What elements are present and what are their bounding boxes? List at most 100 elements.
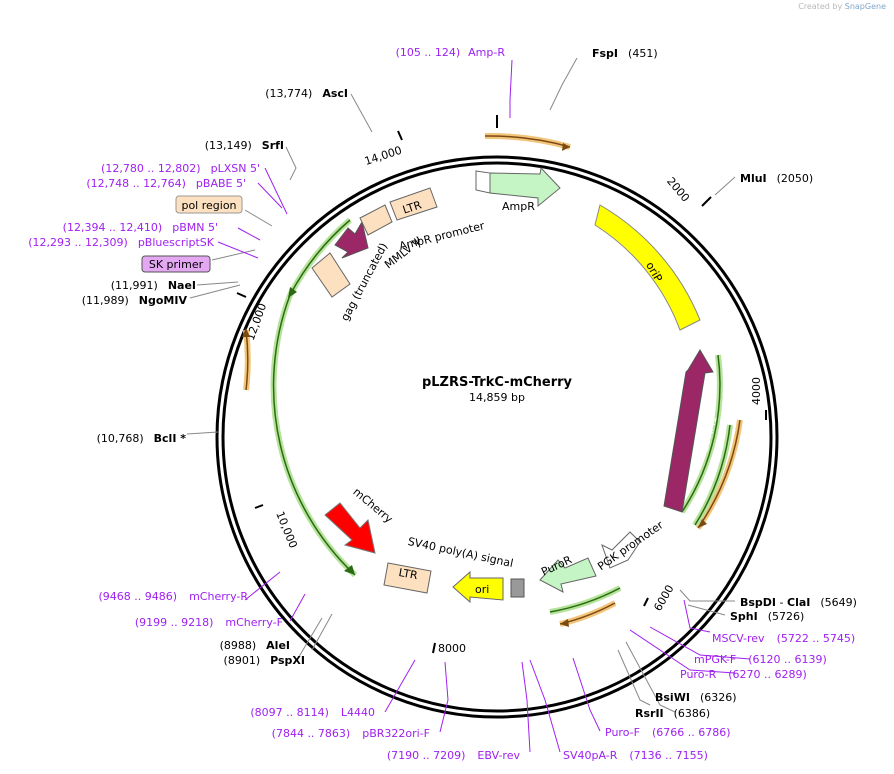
primer-name: Puro-F: [605, 726, 640, 739]
tick-14000: 14,000: [363, 144, 404, 168]
enzyme-name: BclI *: [154, 432, 187, 445]
primer-label-mscv-rev[interactable]: MSCV-rev (5722 .. 5745): [712, 632, 855, 645]
pol-region-box[interactable]: pol region: [175, 195, 243, 214]
label-ori: ori: [475, 583, 489, 596]
enzyme-pos: (5649): [820, 596, 857, 609]
feature-ori[interactable]: [452, 570, 504, 604]
label-sv40: SV40 poly(A) signal: [407, 535, 515, 570]
enzyme-pos: (451): [628, 47, 658, 60]
enzyme-label-bspdi-clai[interactable]: BspDI - ClaI(5649): [740, 596, 857, 609]
primer-arrows: [242, 132, 743, 627]
primer-label-puro-r[interactable]: Puro-R(6270 .. 6289): [680, 668, 807, 681]
plasmid-length: 14,859 bp: [469, 391, 525, 404]
enzyme-name: PspXI: [270, 654, 305, 667]
feature-sv40-polya[interactable]: [510, 578, 525, 598]
enzyme-label-pspxi[interactable]: (8901)PspXI: [224, 654, 305, 667]
feature-ampr[interactable]: [489, 166, 561, 208]
primer-label-mpgk-f[interactable]: mPGK-F(6120 .. 6139): [694, 653, 827, 666]
feature-ltr-bottom[interactable]: [383, 562, 432, 594]
feature-ltr-top-a[interactable]: [359, 204, 393, 236]
feature-pgk-promoter[interactable]: [601, 531, 641, 569]
enzyme-pos: (10,768): [97, 432, 144, 445]
enzyme-label-fspi[interactable]: FspI (451): [592, 47, 658, 60]
enzyme-pos: (8988): [220, 639, 257, 652]
label-pgk-promoter: PGK promoter: [595, 518, 666, 573]
enzyme-pos: (13,774): [265, 87, 312, 100]
tick-8000: 8000: [438, 642, 466, 655]
backbone-outer: [215, 155, 779, 719]
primer-labels: (105 .. 124)Amp-R MSCV-rev (5722 .. 5745)…: [28, 46, 855, 762]
enzyme-label-bcli[interactable]: (10,768) BclI *: [97, 432, 187, 445]
enzyme-label-bsiwi[interactable]: BsiWI(6326): [655, 691, 737, 704]
feature-ampr-promoter[interactable]: [475, 170, 491, 194]
enzyme-name: BspDI: [740, 596, 776, 609]
enzyme-label-sphi[interactable]: SphI(5726): [730, 610, 804, 623]
primer-name: pBR322ori-F: [362, 727, 430, 740]
feature-ltr-top[interactable]: [389, 187, 438, 221]
enzyme-label-asci[interactable]: (13,774) AscI: [265, 87, 348, 100]
enzyme-name: RsrII: [635, 707, 664, 720]
primer-range: (12,394 .. 12,410): [63, 221, 163, 234]
primer-label-sv40pa-r[interactable]: SV40pA-R(7136 .. 7155): [563, 749, 708, 762]
primer-name: pBMN 5': [172, 221, 218, 234]
enzyme-name: AscI: [322, 87, 348, 100]
primer-label-pbluescriptsk[interactable]: (12,293 .. 12,309)pBluescriptSK: [28, 236, 215, 249]
primer-range: (8097 .. 8114): [250, 706, 329, 719]
primer-range: (5722 .. 5745): [777, 632, 856, 645]
enzyme-label-ngomiv[interactable]: (11,989)NgoMIV: [82, 294, 188, 307]
tick-10000: 10,000: [273, 510, 299, 551]
primer-label-pbabe-5[interactable]: (12,748 .. 12,764) pBABE 5': [86, 177, 246, 190]
primer-range: (9468 .. 9486): [99, 590, 178, 603]
primer-label-pbmn-5[interactable]: (12,394 .. 12,410) pBMN 5': [63, 221, 218, 234]
snapgene-logo: SnapGene: [844, 2, 886, 11]
primer-range: (12,748 .. 12,764): [86, 177, 186, 190]
credit-prefix: Created by: [798, 2, 843, 11]
primer-label-plxsn-5[interactable]: (12,780 .. 12,802)pLXSN 5': [101, 162, 260, 175]
primer-label-ebv-rev[interactable]: (7190 .. 7209)EBV-rev: [387, 749, 521, 762]
primer-name: MSCV-rev: [712, 632, 765, 645]
feature-mmlv-psi[interactable]: [334, 220, 369, 259]
enzyme-pos: (13,149): [205, 139, 252, 152]
enzyme-name: AleI: [266, 639, 290, 652]
primer-label-puro-f[interactable]: Puro-F (6766 .. 6786): [605, 726, 731, 739]
enzyme-label-rsrii[interactable]: RsrII(6386): [635, 707, 710, 720]
primer-range: (105 .. 124): [396, 46, 461, 59]
primer-name: L4440: [341, 706, 375, 719]
sk-primer-label: SK primer: [149, 258, 204, 271]
feature-orip[interactable]: [594, 204, 701, 331]
enzyme-pos: (11,989): [82, 294, 129, 307]
primer-label-mcherry-f[interactable]: (9199 .. 9218)mCherry-F: [135, 616, 283, 629]
label-ltr-bottom: LTR: [398, 566, 419, 582]
enzyme-pos: (11,991): [111, 279, 158, 292]
enzyme-label-srfi[interactable]: (13,149) SrfI: [205, 139, 284, 152]
feature-gag[interactable]: [311, 252, 351, 298]
primer-range: (7190 .. 7209): [387, 749, 466, 762]
enzyme-label-naei[interactable]: (11,991)NaeI: [111, 279, 196, 292]
enzyme-name: FspI: [592, 47, 618, 60]
plasmid-name: pLZRS-TrkC-mCherry: [422, 375, 573, 390]
enzyme-pos: (6326): [700, 691, 737, 704]
enzyme-name: SrfI: [262, 139, 284, 152]
primer-name: pBABE 5': [196, 177, 246, 190]
enzyme-pos: (5726): [768, 610, 805, 623]
tick-marks: [236, 130, 767, 654]
enzyme-label-mlui[interactable]: MluI(2050): [740, 172, 813, 185]
primer-label-mcherry-r[interactable]: (9468 .. 9486)mCherry-R: [99, 590, 249, 603]
primer-range: (12,780 .. 12,802): [101, 162, 201, 175]
primer-label-l4440[interactable]: (8097 .. 8114) L4440: [250, 706, 375, 719]
primer-name: pBluescriptSK: [138, 236, 215, 249]
enzyme-pos: (2050): [777, 172, 814, 185]
feature-ebna1[interactable]: [663, 349, 714, 513]
pol-region-label: pol region: [181, 199, 236, 212]
primer-name: SV40pA-R: [563, 749, 618, 762]
primer-range: (6766 .. 6786): [652, 726, 731, 739]
primer-label-pbr322ori-f[interactable]: (7844 .. 7863)pBR322ori-F: [272, 727, 430, 740]
sk-primer-box[interactable]: SK primer: [141, 255, 211, 273]
enzyme-label-alei[interactable]: (8988) AleI: [220, 639, 290, 652]
primer-label-amp-r[interactable]: (105 .. 124)Amp-R: [396, 46, 506, 59]
label-mcherry: mCherry: [350, 485, 395, 526]
enzyme-alt: ClaI: [787, 596, 810, 609]
feature-puror[interactable]: [539, 557, 597, 593]
feature-mcherry[interactable]: [324, 502, 376, 554]
